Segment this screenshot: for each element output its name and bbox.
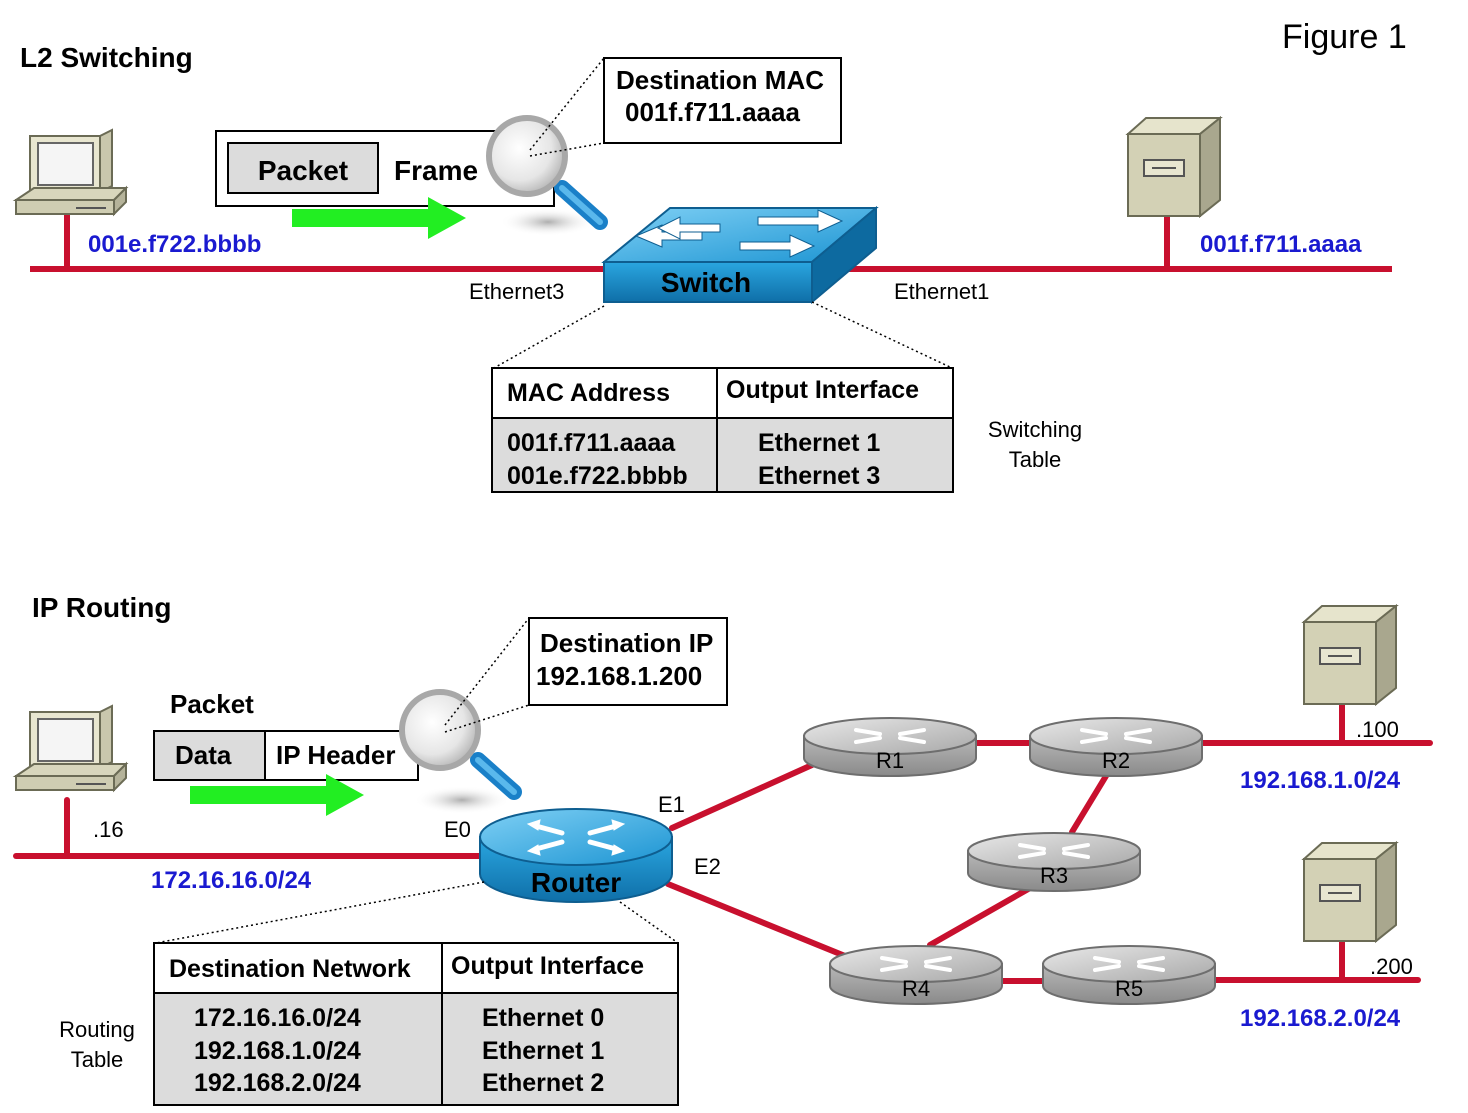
callout-title: Destination MAC xyxy=(616,65,824,95)
routing-table-caption: Routing xyxy=(59,1017,135,1042)
router-icon-r5: R5 xyxy=(1042,945,1216,1005)
switch-table-leaders xyxy=(493,301,953,369)
server1-network: 192.168.1.0/24 xyxy=(1240,767,1401,794)
switch-label: Switch xyxy=(661,267,751,298)
forward-arrow xyxy=(190,774,364,816)
callout-value: 001f.f711.aaaa xyxy=(625,97,800,127)
ip-links xyxy=(13,701,1433,984)
router-name: R5 xyxy=(1115,976,1143,1001)
frame-label: Frame xyxy=(394,155,478,186)
router-name: R1 xyxy=(876,748,904,773)
table-cell: 192.168.2.0/24 xyxy=(194,1069,361,1097)
router-port-e1: E1 xyxy=(658,792,685,817)
router-port-e2: E2 xyxy=(694,854,721,879)
table-cell: 001f.f711.aaaa xyxy=(507,429,676,457)
table-cell: Ethernet 1 xyxy=(482,1037,604,1065)
table-header-interface: Output Interface xyxy=(451,952,644,980)
switching-table-caption: Table xyxy=(1009,447,1062,472)
router-name: R2 xyxy=(1102,748,1130,773)
magnifier-icon xyxy=(399,689,522,814)
server2-network: 192.168.2.0/24 xyxy=(1240,1005,1401,1032)
forward-arrow xyxy=(292,197,466,239)
router-icon-r3: R3 xyxy=(967,832,1141,892)
pc-icon xyxy=(12,128,129,217)
ip-section-title: IP Routing xyxy=(32,592,171,623)
server-mac-address: 001f.f711.aaaa xyxy=(1200,231,1362,258)
callout-title: Destination IP xyxy=(540,628,713,658)
table-header-mac: MAC Address xyxy=(507,379,670,407)
server-icon xyxy=(1125,115,1223,219)
router-name: R4 xyxy=(902,976,930,1001)
server-icon xyxy=(1301,840,1399,944)
server-icon xyxy=(1301,603,1399,707)
router-icon xyxy=(479,808,673,903)
switch-icon xyxy=(601,205,879,305)
table-cell: Ethernet 3 xyxy=(758,462,880,490)
switch-port-right: Ethernet1 xyxy=(894,279,989,304)
router-icon-r1: R1 xyxy=(803,717,977,777)
destination-ip-callout: Destination IP 192.168.1.200 xyxy=(528,617,728,706)
routing-table-caption: Table xyxy=(71,1047,124,1072)
router-icon-r2: R2 xyxy=(1029,717,1203,777)
server2-ip: .200 xyxy=(1370,954,1413,979)
table-cell: Ethernet 1 xyxy=(758,429,880,457)
switching-table-caption: Switching xyxy=(988,417,1082,442)
table-cell: 192.168.1.0/24 xyxy=(194,1037,361,1065)
switching-table: MAC Address Output Interface 001f.f711.a… xyxy=(491,367,954,493)
server1-ip: .100 xyxy=(1356,717,1399,742)
routing-table-leaders xyxy=(155,881,679,944)
packet-data-field: Data xyxy=(175,740,232,770)
destination-mac-callout: Destination MAC 001f.f711.aaaa xyxy=(603,57,842,144)
packet-header-field: IP Header xyxy=(276,740,395,770)
routing-table: Destination Network Output Interface 172… xyxy=(153,942,679,1106)
switch-port-left: Ethernet3 xyxy=(469,279,564,304)
router-name: R3 xyxy=(1040,863,1068,888)
table-header-network: Destination Network xyxy=(169,955,411,983)
table-header-interface: Output Interface xyxy=(726,376,919,404)
l2-section-title: L2 Switching xyxy=(20,42,193,73)
router-port-e0: E0 xyxy=(444,817,471,842)
l2-ethernet-link xyxy=(30,210,1392,272)
left-network: 172.16.16.0/24 xyxy=(151,867,312,894)
table-cell: 172.16.16.0/24 xyxy=(194,1004,361,1032)
pc-icon xyxy=(12,704,129,793)
router-label: Router xyxy=(531,867,621,898)
router-icon-r4: R4 xyxy=(829,945,1003,1005)
host-ip: .16 xyxy=(93,817,124,842)
host-mac-address: 001e.f722.bbbb xyxy=(88,231,261,258)
packet-label: Packet xyxy=(170,689,254,719)
magnifier-icon xyxy=(486,115,608,236)
table-cell: Ethernet 0 xyxy=(482,1004,604,1032)
table-cell: 001e.f722.bbbb xyxy=(507,462,688,490)
table-cell: Ethernet 2 xyxy=(482,1069,604,1097)
ip-packet: Data IP Header xyxy=(153,730,419,781)
figure-label: Figure 1 xyxy=(1282,18,1407,56)
frame-packet-label: Packet xyxy=(258,155,348,186)
callout-value: 192.168.1.200 xyxy=(536,661,702,691)
